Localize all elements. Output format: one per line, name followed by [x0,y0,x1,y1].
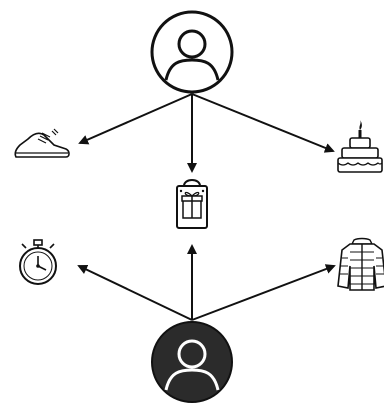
gift-bag-icon [176,179,208,229]
sneaker-icon [14,128,70,158]
edge-user-top-to-sneaker [78,93,193,145]
edge-user-bottom-to-puffer-jacket [191,264,336,321]
edges-top-user [78,93,335,173]
birthday-cake-icon [337,120,383,173]
edge-user-top-to-birthday-cake [191,93,335,153]
stopwatch-icon [19,239,57,285]
puffer-jacket-icon [337,237,384,291]
user-filled-icon [151,321,233,403]
edges-bottom-user [77,244,336,321]
edge-user-bottom-to-stopwatch [77,264,193,321]
user-outline-icon [150,10,234,94]
